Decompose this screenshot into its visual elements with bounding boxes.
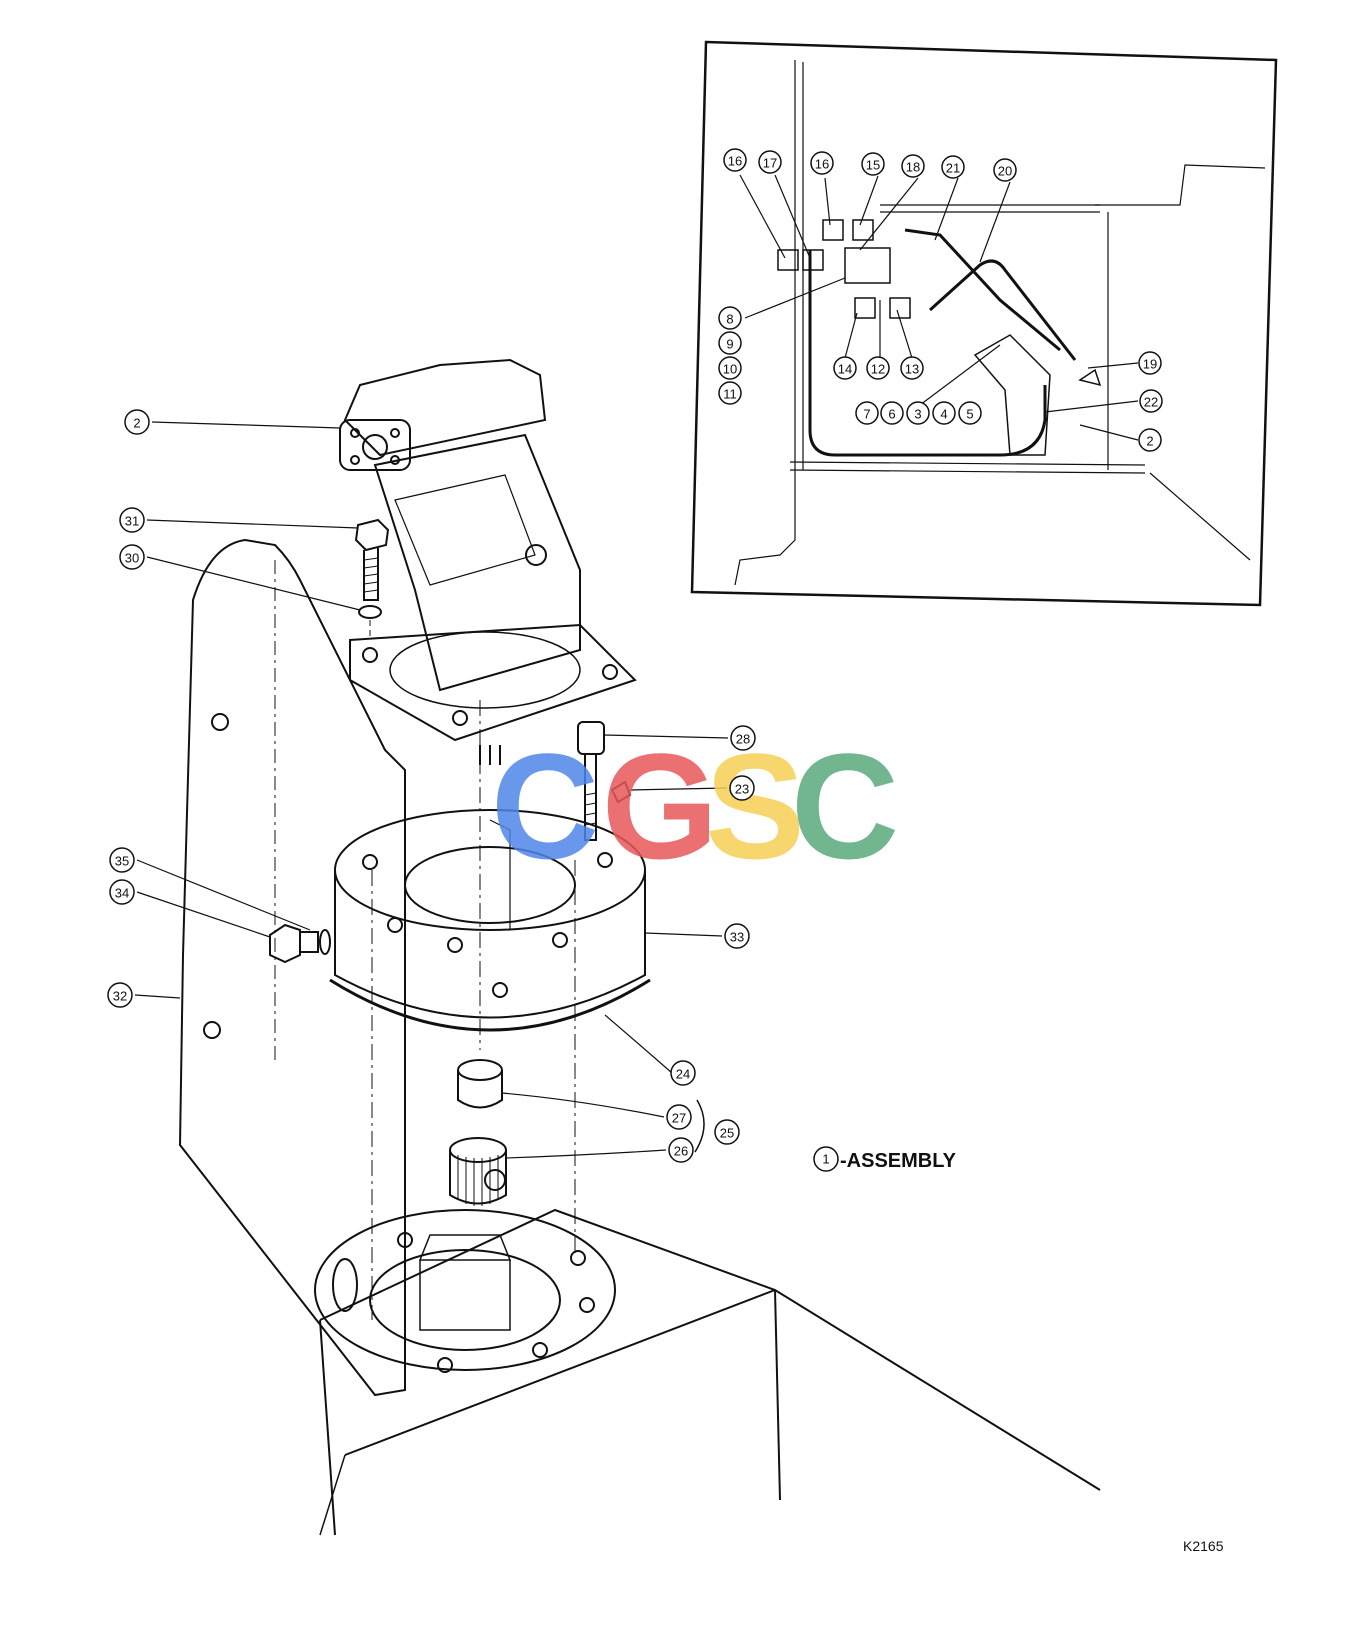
callout-bubble — [109, 847, 135, 873]
inset-callout-bubble — [810, 151, 834, 175]
inset-callout-label: 8 — [726, 312, 733, 327]
inset-callout-bubble — [932, 401, 956, 425]
mounting-bracket — [178, 538, 406, 1397]
watermark-letter-1: C — [491, 722, 599, 890]
callout-bubble — [119, 507, 145, 533]
callout-bubble — [729, 775, 755, 801]
gear-26 — [449, 1137, 507, 1206]
callout-bubble — [119, 544, 145, 570]
inset-callout-bubble — [941, 155, 965, 179]
inset-callout-bubble — [1139, 389, 1163, 413]
inset-callout-label: 12 — [871, 362, 885, 377]
inset-callout-bubble — [1138, 351, 1162, 375]
inset-detail-panel — [690, 40, 1278, 607]
callout-label: 27 — [672, 1111, 686, 1126]
callout-label: 23 — [735, 782, 749, 797]
inset-callout-bubble — [880, 401, 904, 425]
inset-callout-label: 11 — [723, 387, 737, 402]
inset-callout-bubble — [758, 150, 782, 174]
inset-callout-bubble — [855, 401, 879, 425]
callout-bubble — [730, 725, 756, 751]
inset-callout-bubble — [866, 356, 890, 380]
hydraulic-motor — [339, 358, 637, 765]
inset-frame — [690, 40, 1278, 607]
inset-callout-bubble — [861, 152, 885, 176]
callout-label: 26 — [674, 1144, 688, 1159]
assembly-number: 1 — [822, 1152, 829, 1167]
bearing-27 — [457, 1059, 503, 1109]
inset-callout-bubble — [718, 306, 742, 330]
washer-30 — [358, 605, 382, 619]
inset-callout-label: 16 — [728, 154, 742, 169]
inset-callout-label: 16 — [815, 157, 829, 172]
callout-bubble — [124, 409, 150, 435]
inset-callout-label: 4 — [940, 407, 947, 422]
callout-label: 24 — [676, 1067, 690, 1082]
bolt-31 — [354, 518, 390, 601]
callout-label: 35 — [115, 854, 129, 869]
callout-label: 30 — [125, 551, 139, 566]
callout-bubble — [109, 879, 135, 905]
inset-callout-bubble — [833, 356, 857, 380]
figure-id: K2165 — [1183, 1538, 1224, 1554]
callout-label: 31 — [125, 514, 139, 529]
inset-callout-label: 10 — [723, 362, 737, 377]
watermark-letter-3: S — [705, 722, 805, 890]
callout-label: 2 — [133, 416, 140, 431]
main-callouts: 2 31 30 28 23 35 34 33 32 24 27 25 26 — [107, 409, 756, 1163]
assembly-legend: 1 -ASSEMBLY — [813, 1146, 957, 1172]
callout-label: 33 — [730, 930, 744, 945]
inset-callout-label: 9 — [726, 337, 733, 352]
inset-callout-label: 14 — [838, 362, 852, 377]
watermark-letter-4: C — [791, 722, 899, 890]
callout-label: 28 — [736, 732, 750, 747]
inset-callout-bubble — [958, 401, 982, 425]
frame-structure — [319, 1208, 1101, 1536]
cgsc-watermark: C G S C — [491, 722, 899, 890]
inset-callout-bubble — [901, 154, 925, 178]
callout-bubble — [666, 1104, 692, 1130]
inset-callout-label: 20 — [998, 164, 1012, 179]
inset-callout-label: 13 — [905, 362, 919, 377]
inset-callout-bubble — [1138, 428, 1162, 452]
callout-bubble — [714, 1119, 740, 1145]
callout-bubble — [724, 923, 750, 949]
inset-callout-label: 5 — [966, 407, 973, 422]
inset-callout-label: 21 — [946, 161, 960, 176]
inset-callout-label: 19 — [1143, 357, 1157, 372]
inset-callout-label: 22 — [1144, 395, 1158, 410]
assembly-label: -ASSEMBLY — [840, 1150, 957, 1172]
inset-callout-bubble — [723, 148, 747, 172]
fitting-23 — [610, 780, 632, 804]
callout-label: 34 — [115, 886, 129, 901]
inset-callout-label: 3 — [914, 407, 921, 422]
inset-callout-bubble — [900, 356, 924, 380]
callout-label: 32 — [113, 989, 127, 1004]
callout-label: 25 — [720, 1126, 734, 1141]
capscrew-28 — [577, 721, 605, 841]
inset-callout-bubble — [718, 381, 742, 405]
inset-callout-label: 15 — [866, 158, 880, 173]
base-mount — [314, 1209, 616, 1373]
inset-callout-bubble — [718, 331, 742, 355]
inset-callout-label: 2 — [1146, 434, 1153, 449]
inset-callout-bubble — [718, 356, 742, 380]
inset-callout-label: 7 — [863, 407, 870, 422]
inset-callout-bubble — [906, 401, 930, 425]
inset-callout-label: 6 — [888, 407, 895, 422]
assembly-number-circle — [813, 1146, 839, 1172]
plug-34 — [269, 923, 331, 964]
callout-bubble — [107, 982, 133, 1008]
main-exploded-view — [134, 358, 1101, 1536]
callout-bubble — [670, 1060, 696, 1086]
adapter-ring-33 — [329, 809, 651, 1032]
inset-callout-label: 17 — [763, 156, 777, 171]
inset-callout-label: 18 — [906, 160, 920, 175]
watermark-letter-2: G — [602, 722, 719, 890]
inset-callout-bubble — [993, 158, 1017, 182]
callout-bubble — [668, 1137, 694, 1163]
